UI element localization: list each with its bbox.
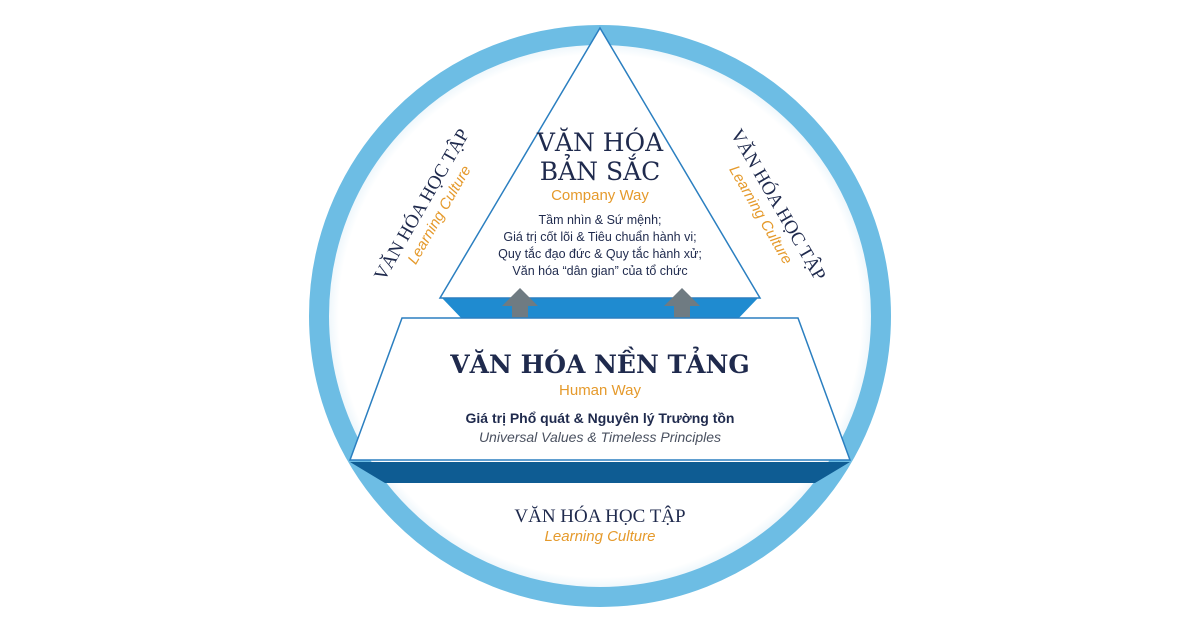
identity-subtitle: Company Way [551,187,649,204]
ring-label-bottom: VĂN HÓA HỌC TẬP Learning Culture [480,506,720,545]
ring-label-bottom-vi: VĂN HÓA HỌC TẬP [514,506,686,527]
ring-label-bottom-en: Learning Culture [544,528,656,545]
identity-title-line1: VĂN HÓA [536,128,664,157]
base-dark-band [350,462,850,483]
arrow-up-icon [502,288,538,332]
identity-title: VĂN HÓA BẢN SẮC [500,128,700,186]
identity-item: Văn hóa “dân gian” của tổ chức [512,264,688,278]
identity-item: Quy tắc đạo đức & Quy tắc hành xử; [498,247,702,261]
arrow-up-icon [664,288,700,332]
foundation-line-en: Universal Values & Timeless Principles [478,429,722,445]
foundation-line-vi: Giá trị Phổ quát & Nguyên lý Trường tồn [465,410,735,426]
foundation-subtitle: Human Way [559,382,641,399]
identity-items: Tầm nhìn & Sứ mệnh; Giá trị cốt lõi & Ti… [460,212,740,280]
identity-item: Giá trị cốt lõi & Tiêu chuẩn hành vi; [503,230,697,244]
foundation-trapezoid [348,317,852,461]
identity-item: Tầm nhìn & Sứ mệnh; [538,213,662,227]
identity-triangle [438,26,762,299]
foundation-title: VĂN HÓA NỀN TẢNG [450,350,750,379]
identity-title-line2: BẢN SẮC [539,157,661,186]
